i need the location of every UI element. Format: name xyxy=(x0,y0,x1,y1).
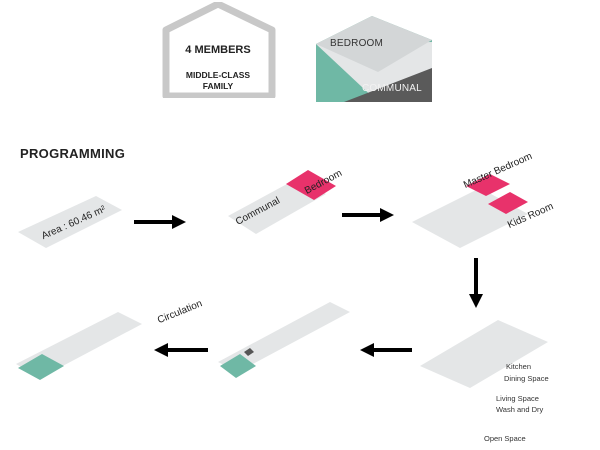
envelope-communal-label: COMMUNAL xyxy=(362,83,422,94)
envelope-icon xyxy=(316,16,432,102)
legend-open: Open Space xyxy=(484,434,526,443)
house-icon xyxy=(162,2,276,98)
arrow-right-1 xyxy=(134,215,186,229)
open-space-slab xyxy=(218,302,350,372)
family-members: 4 MEMBERS xyxy=(185,44,251,56)
arrow-left-2 xyxy=(154,343,208,357)
bedroom-zone xyxy=(286,170,336,200)
arrow-left-1 xyxy=(360,343,412,357)
area-slab xyxy=(18,196,122,248)
master-bedroom-zone xyxy=(466,174,510,196)
functional-slab xyxy=(420,320,548,388)
arrow-down xyxy=(469,258,483,308)
arrow-right-2 xyxy=(342,208,394,222)
kids-room-zone xyxy=(488,192,528,214)
open-space-zone xyxy=(220,354,256,378)
envelope-bedroom-label: BEDROOM xyxy=(330,38,384,49)
circulation-zone xyxy=(18,354,64,380)
legend-dining: Dining Space xyxy=(504,374,549,383)
legend-wash: Wash and Dry xyxy=(496,405,544,414)
legend-living: Living Space xyxy=(496,394,539,403)
open-space-detail xyxy=(244,348,254,356)
family-type-line2: FAMILY xyxy=(202,81,234,91)
programming-heading: PROGRAMMING xyxy=(20,146,126,161)
legend-kitchen: Kitchen xyxy=(506,362,532,371)
family-type-line1: MIDDLE-CLASS xyxy=(185,70,251,80)
